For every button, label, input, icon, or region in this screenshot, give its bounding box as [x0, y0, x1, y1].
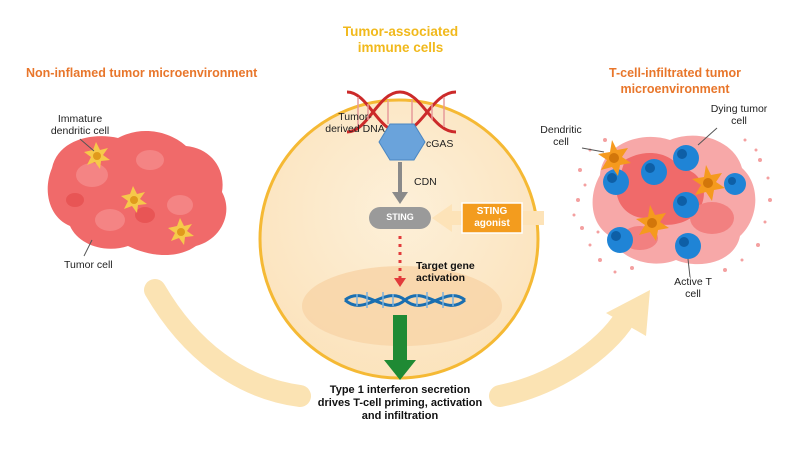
- tumor-cell-pointer: [83, 239, 93, 257]
- right-flow-arrowhead: [606, 290, 650, 336]
- bottom-line1: Type 1 interferon secretion: [329, 384, 471, 396]
- active-line2: cell: [685, 288, 701, 300]
- dying-line1: Dying tumor: [710, 103, 768, 115]
- sting-pill: [369, 207, 431, 229]
- t-cell-group: [603, 145, 746, 259]
- tumor-dna-helix: [346, 90, 457, 134]
- bottom-line2: drives T-cell priming, activation: [317, 397, 483, 409]
- right-title: T-cell-infiltrated tumor microenvironmen…: [585, 65, 765, 97]
- agonist-line2: agonist: [474, 218, 510, 229]
- active-t-cell-label: Active T cell: [658, 276, 728, 300]
- red-dotted-arrowhead: [394, 278, 406, 287]
- bottom-line3: and infiltration: [361, 410, 439, 422]
- left-flow-arrow: [144, 279, 311, 407]
- right-flow-arrow-body: [489, 307, 636, 407]
- dendritic-line2: cell: [553, 136, 569, 148]
- right-dendritic-cells: [598, 140, 725, 241]
- dendritic-line1: Dendritic: [540, 124, 582, 136]
- green-arrow-shaft: [393, 315, 407, 362]
- center-title-line1: Tumor-associated: [342, 24, 459, 39]
- dying-tumor-label: Dying tumor cell: [694, 103, 784, 127]
- nuclear-dna-helix: [343, 292, 467, 308]
- agonist-line1: STING: [476, 206, 508, 217]
- left-title: Non-inflamed tumor microenvironment: [26, 66, 258, 80]
- active-t-pointer: [687, 258, 691, 278]
- dna-line1: Tumor-: [338, 111, 372, 123]
- left-tumor-mass: [47, 131, 227, 256]
- tumor-dna-label: Tumor- derived DNA: [320, 111, 390, 135]
- right-title-line2: microenvironment: [620, 82, 730, 96]
- dendritic-pointer: [581, 147, 605, 153]
- bottom-caption: Type 1 interferon secretion drives T-cel…: [300, 384, 500, 423]
- dna-line2: derived DNA: [325, 123, 385, 135]
- immature-line2: dendritic cell: [50, 125, 110, 137]
- immature-dendritic-cell: [84, 142, 110, 169]
- green-arrowhead: [384, 360, 416, 380]
- target-line2: activation: [416, 272, 466, 284]
- target-gene-label: Target gene activation: [416, 260, 475, 284]
- target-line1: Target gene: [416, 260, 475, 272]
- sting-label: STING: [386, 212, 414, 222]
- cgas-hexagon: [378, 123, 426, 161]
- dying-tumor-pointer: [697, 127, 718, 146]
- immature-pointer: [79, 138, 95, 152]
- active-line1: Active T: [674, 276, 712, 288]
- cdn-arrowhead: [392, 192, 408, 204]
- immature-dendritic-label: Immature dendritic cell: [35, 113, 125, 137]
- center-title-line2: immune cells: [357, 40, 444, 55]
- immature-line1: Immature: [57, 113, 103, 125]
- sting-agonist-label: STING agonist: [462, 206, 522, 230]
- center-title: Tumor-associated immune cells: [318, 24, 483, 56]
- dying-line2: cell: [731, 115, 747, 127]
- cgas-label: cGAS: [426, 138, 454, 150]
- right-tumor-mass: [592, 135, 756, 265]
- sting-agonist-box: [461, 202, 523, 234]
- tumor-cell-label: Tumor cell: [64, 259, 113, 271]
- dendritic-cell-label: Dendritic cell: [530, 124, 592, 148]
- right-title-line1: T-cell-infiltrated tumor: [609, 66, 741, 80]
- cdn-label: CDN: [414, 176, 437, 188]
- left-dendritic-cell-3: [168, 218, 194, 245]
- nucleus-region: [302, 266, 502, 346]
- debris-dots: [572, 138, 772, 274]
- left-dendritic-cell-2: [121, 186, 147, 213]
